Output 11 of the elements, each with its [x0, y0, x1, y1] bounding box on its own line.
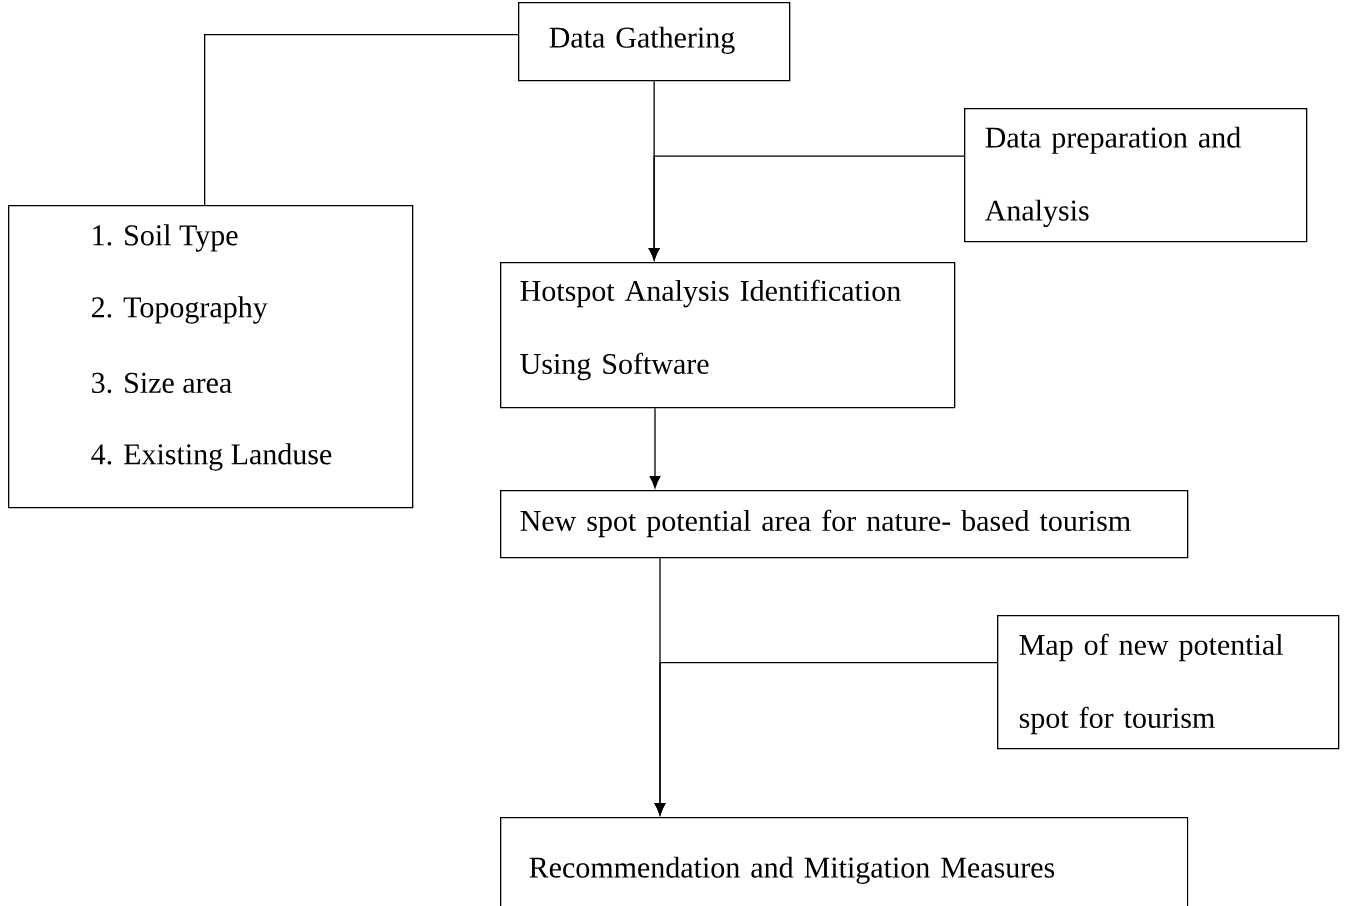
list-box: 1. Soil Type 2. Topography 3. Size area 4. Existing Landuse [8, 205, 414, 509]
arrow [654, 662, 998, 816]
arrow [649, 407, 661, 489]
process-box: Hotspot Analysis Identification Using Software [500, 262, 956, 409]
process-box: Data preparation and Analysis [964, 108, 1308, 243]
arrow [648, 155, 965, 261]
process-box: New spot potential area for nature- based tourism [500, 490, 1189, 559]
connector-line [204, 34, 519, 206]
process-box: Recommendation and Mitigation Measures [500, 817, 1189, 906]
process-box: Data Gathering [518, 2, 791, 82]
process-box: Map of new potential spot for tourism [997, 615, 1340, 750]
